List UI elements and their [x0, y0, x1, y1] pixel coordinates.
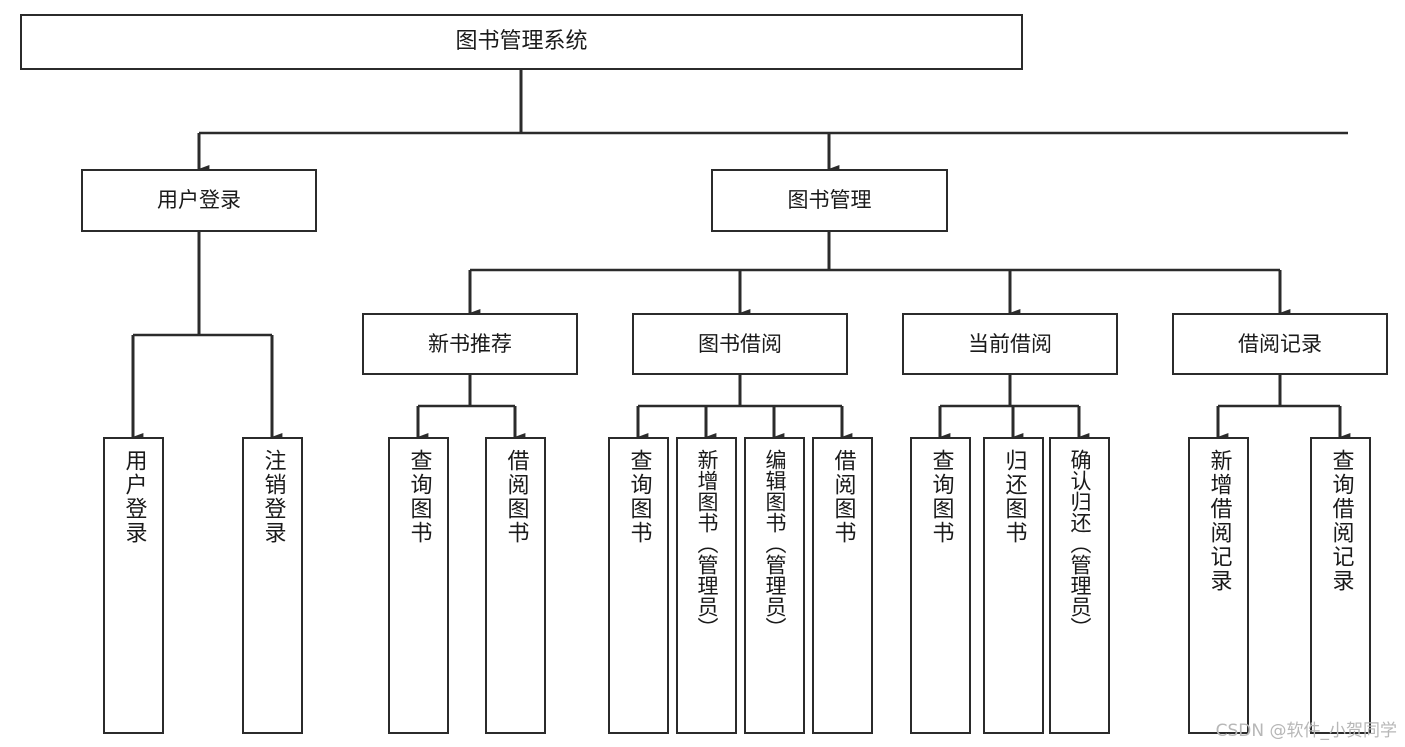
- node-leaf-edit-book-label: 编辑图书（管理员）: [763, 449, 787, 638]
- node-leaf-borrow-book-1-label: 借阅图书: [503, 449, 529, 545]
- node-leaf-confirm-return[interactable]: 确认归还（管理员）: [1049, 437, 1110, 734]
- node-leaf-borrow-book-2-label: 借阅图书: [830, 449, 856, 545]
- node-borrow-record[interactable]: 借阅记录: [1172, 313, 1388, 375]
- node-current-borrow-label: 当前借阅: [968, 331, 1052, 356]
- node-leaf-add-book-label: 新增图书（管理员）: [695, 449, 719, 638]
- node-leaf-borrow-book-2[interactable]: 借阅图书: [812, 437, 873, 734]
- node-root[interactable]: 图书管理系统: [20, 14, 1023, 70]
- node-new-book-recommend-label: 新书推荐: [428, 331, 512, 356]
- csdn-watermark: CSDN @软件_小贺同学: [1215, 721, 1397, 741]
- node-leaf-logout[interactable]: 注销登录: [242, 437, 303, 734]
- node-root-label: 图书管理系统: [455, 29, 588, 55]
- node-book-manage-label: 图书管理: [787, 188, 872, 213]
- node-leaf-user-login[interactable]: 用户登录: [103, 437, 164, 734]
- node-leaf-return-book[interactable]: 归还图书: [983, 437, 1044, 734]
- node-leaf-query-book-1[interactable]: 查询图书: [388, 437, 449, 734]
- node-borrow-record-label: 借阅记录: [1238, 331, 1322, 356]
- node-leaf-query-book-1-label: 查询图书: [406, 449, 432, 545]
- node-leaf-query-record-label: 查询借阅记录: [1328, 449, 1354, 593]
- node-leaf-user-login-label: 用户登录: [121, 449, 147, 545]
- node-book-borrow[interactable]: 图书借阅: [632, 313, 848, 375]
- node-leaf-add-record[interactable]: 新增借阅记录: [1188, 437, 1249, 734]
- node-user-login-label: 用户登录: [157, 188, 241, 213]
- node-leaf-confirm-return-label: 确认归还（管理员）: [1068, 449, 1092, 638]
- node-user-login[interactable]: 用户登录: [81, 169, 317, 232]
- node-leaf-edit-book[interactable]: 编辑图书（管理员）: [744, 437, 805, 734]
- node-leaf-add-record-label: 新增借阅记录: [1206, 449, 1232, 593]
- node-current-borrow[interactable]: 当前借阅: [902, 313, 1118, 375]
- node-book-borrow-label: 图书借阅: [698, 331, 782, 356]
- node-new-book-recommend[interactable]: 新书推荐: [362, 313, 578, 375]
- node-leaf-query-book-3[interactable]: 查询图书: [910, 437, 971, 734]
- node-leaf-query-book-2-label: 查询图书: [626, 449, 652, 545]
- node-leaf-query-record[interactable]: 查询借阅记录: [1310, 437, 1371, 734]
- node-leaf-add-book[interactable]: 新增图书（管理员）: [676, 437, 737, 734]
- node-leaf-logout-label: 注销登录: [260, 449, 286, 545]
- node-leaf-query-book-3-label: 查询图书: [928, 449, 954, 545]
- node-leaf-query-book-2[interactable]: 查询图书: [608, 437, 669, 734]
- node-book-manage[interactable]: 图书管理: [711, 169, 948, 232]
- node-leaf-borrow-book-1[interactable]: 借阅图书: [485, 437, 546, 734]
- node-leaf-return-book-label: 归还图书: [1001, 449, 1027, 545]
